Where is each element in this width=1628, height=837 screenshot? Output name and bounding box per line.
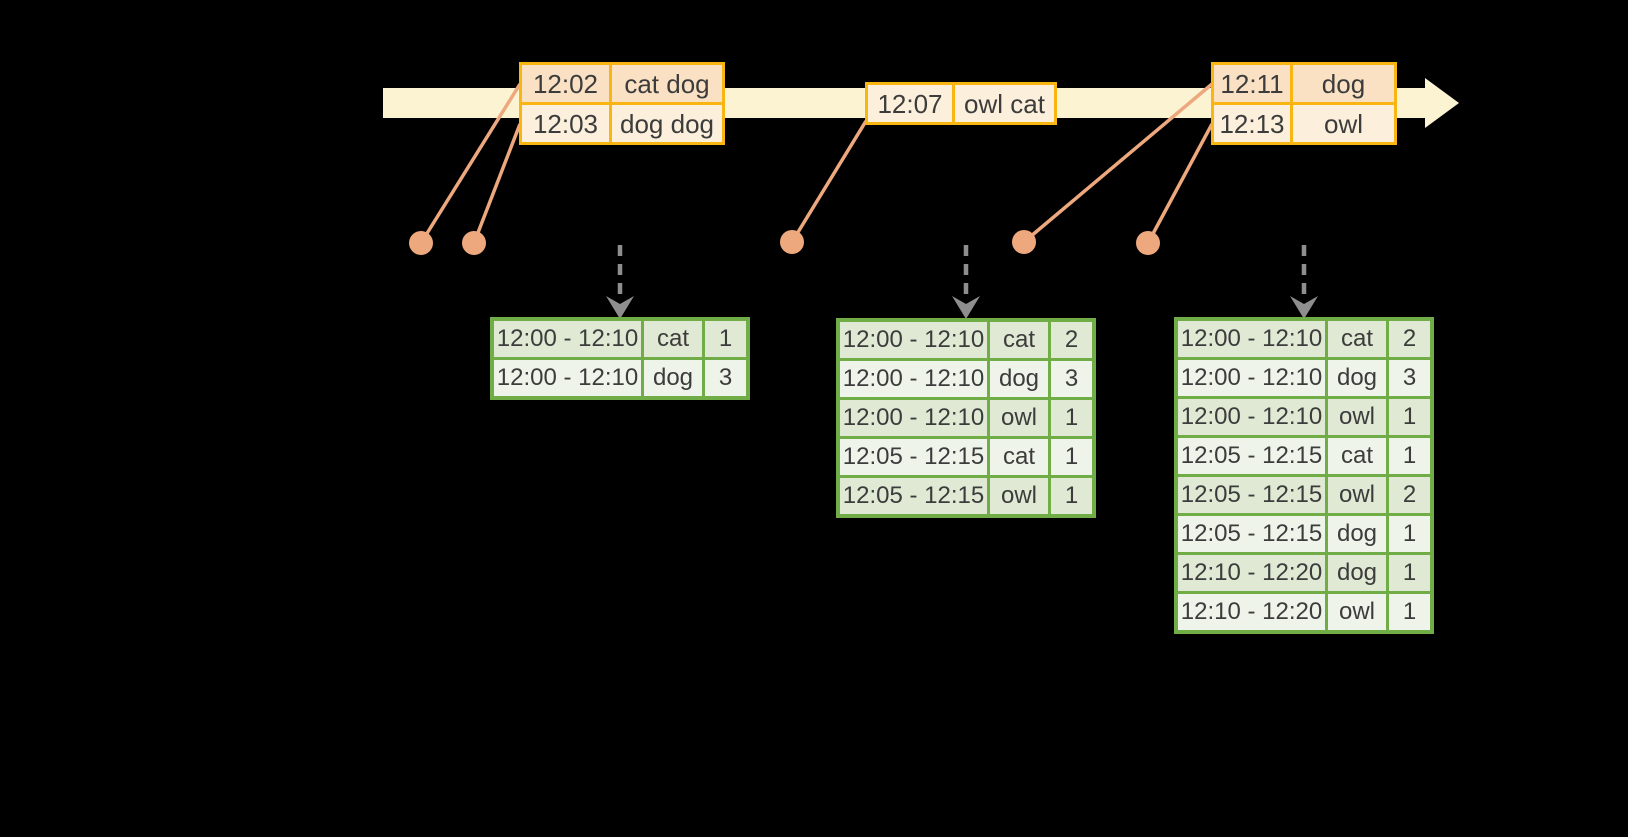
timeline-arrowhead-icon — [1425, 78, 1459, 128]
result-row: 12:00 - 12:10 dog 3 — [494, 360, 746, 396]
word-cell: dog — [990, 361, 1048, 397]
count-cell: 1 — [1389, 438, 1430, 474]
event-batch-table: 12:07 owl cat — [865, 82, 1057, 125]
count-cell: 1 — [1389, 555, 1430, 591]
event-dot-icon — [462, 231, 486, 255]
result-row: 12:10 - 12:20 owl 1 — [1178, 594, 1430, 630]
event-words-cell: owl cat — [955, 85, 1054, 122]
window-cell: 12:05 - 12:15 — [840, 478, 987, 514]
event-time-cell: 12:13 — [1214, 105, 1290, 142]
window-cell: 12:05 - 12:15 — [1178, 438, 1325, 474]
event-row: 12:03 dog dog — [522, 105, 722, 142]
result-row: 12:05 - 12:15 cat 1 — [1178, 438, 1430, 474]
event-dot-icon — [1136, 231, 1160, 255]
window-cell: 12:00 - 12:10 — [1178, 321, 1325, 357]
word-cell: dog — [1328, 555, 1386, 591]
result-row: 12:00 - 12:10 cat 1 — [494, 321, 746, 357]
window-cell: 12:00 - 12:10 — [494, 360, 641, 396]
result-row: 12:05 - 12:15 dog 1 — [1178, 516, 1430, 552]
count-cell: 3 — [705, 360, 746, 396]
count-cell: 2 — [1389, 477, 1430, 513]
event-connector-line — [472, 123, 522, 244]
event-batch-table: 12:02 cat dog 12:03 dog dog — [519, 62, 725, 145]
result-row: 12:05 - 12:15 cat 1 — [840, 439, 1092, 475]
word-cell: owl — [1328, 399, 1386, 435]
trigger-arrowhead-icon — [606, 296, 634, 319]
word-cell: owl — [990, 478, 1048, 514]
event-words-cell: dog dog — [612, 105, 722, 142]
event-time-cell: 12:03 — [522, 105, 609, 142]
count-cell: 1 — [1051, 439, 1092, 475]
count-cell: 1 — [1389, 516, 1430, 552]
window-cell: 12:05 - 12:15 — [840, 439, 987, 475]
result-row: 12:00 - 12:10 dog 3 — [840, 361, 1092, 397]
windowed-counts-table: 12:00 - 12:10 cat 2 12:00 - 12:10 dog 3 … — [1174, 317, 1434, 634]
event-row: 12:11 dog — [1214, 65, 1394, 102]
event-time-cell: 12:11 — [1214, 65, 1290, 102]
event-dot-icon — [409, 231, 433, 255]
event-words-cell: cat dog — [612, 65, 722, 102]
event-dot-icon — [780, 230, 804, 254]
result-row: 12:05 - 12:15 owl 2 — [1178, 477, 1430, 513]
result-row: 12:05 - 12:15 owl 1 — [840, 478, 1092, 514]
window-cell: 12:00 - 12:10 — [1178, 360, 1325, 396]
window-cell: 12:05 - 12:15 — [1178, 477, 1325, 513]
window-cell: 12:10 - 12:20 — [1178, 594, 1325, 630]
result-row: 12:00 - 12:10 cat 2 — [1178, 321, 1430, 357]
event-connector-line — [1146, 123, 1214, 244]
window-cell: 12:00 - 12:10 — [1178, 399, 1325, 435]
event-words-cell: owl — [1293, 105, 1394, 142]
event-time-cell: 12:07 — [868, 85, 952, 122]
count-cell: 2 — [1389, 321, 1430, 357]
count-cell: 3 — [1051, 361, 1092, 397]
window-cell: 12:05 - 12:15 — [1178, 516, 1325, 552]
word-cell: cat — [990, 322, 1048, 358]
event-time-cell: 12:02 — [522, 65, 609, 102]
trigger-arrowhead-icon — [952, 296, 980, 319]
word-cell: cat — [644, 321, 702, 357]
event-connector-line — [419, 83, 522, 244]
count-cell: 1 — [1051, 400, 1092, 436]
count-cell: 3 — [1389, 360, 1430, 396]
event-row: 12:13 owl — [1214, 105, 1394, 142]
window-cell: 12:00 - 12:10 — [840, 361, 987, 397]
word-cell: dog — [1328, 516, 1386, 552]
event-batch-table: 12:11 dog 12:13 owl — [1211, 62, 1397, 145]
word-cell: cat — [990, 439, 1048, 475]
window-cell: 12:00 - 12:10 — [840, 400, 987, 436]
word-cell: owl — [990, 400, 1048, 436]
result-row: 12:10 - 12:20 dog 1 — [1178, 555, 1430, 591]
event-row: 12:07 owl cat — [868, 85, 1054, 122]
count-cell: 2 — [1051, 322, 1092, 358]
result-row: 12:00 - 12:10 cat 2 — [840, 322, 1092, 358]
count-cell: 1 — [1389, 594, 1430, 630]
result-row: 12:00 - 12:10 dog 3 — [1178, 360, 1430, 396]
word-cell: owl — [1328, 594, 1386, 630]
event-connector-line — [790, 120, 868, 243]
count-cell: 1 — [705, 321, 746, 357]
event-words-cell: dog — [1293, 65, 1394, 102]
windowed-counts-table: 12:00 - 12:10 cat 1 12:00 - 12:10 dog 3 — [490, 317, 750, 400]
window-cell: 12:10 - 12:20 — [1178, 555, 1325, 591]
window-cell: 12:00 - 12:10 — [840, 322, 987, 358]
word-cell: cat — [1328, 321, 1386, 357]
count-cell: 1 — [1051, 478, 1092, 514]
event-row: 12:02 cat dog — [522, 65, 722, 102]
trigger-arrowhead-icon — [1290, 296, 1318, 319]
word-cell: dog — [1328, 360, 1386, 396]
word-cell: owl — [1328, 477, 1386, 513]
windowed-counts-table: 12:00 - 12:10 cat 2 12:00 - 12:10 dog 3 … — [836, 318, 1096, 518]
result-row: 12:00 - 12:10 owl 1 — [840, 400, 1092, 436]
word-cell: cat — [1328, 438, 1386, 474]
event-connector-line — [1022, 82, 1214, 244]
event-dot-icon — [1012, 230, 1036, 254]
window-cell: 12:00 - 12:10 — [494, 321, 641, 357]
count-cell: 1 — [1389, 399, 1430, 435]
result-row: 12:00 - 12:10 owl 1 — [1178, 399, 1430, 435]
word-cell: dog — [644, 360, 702, 396]
